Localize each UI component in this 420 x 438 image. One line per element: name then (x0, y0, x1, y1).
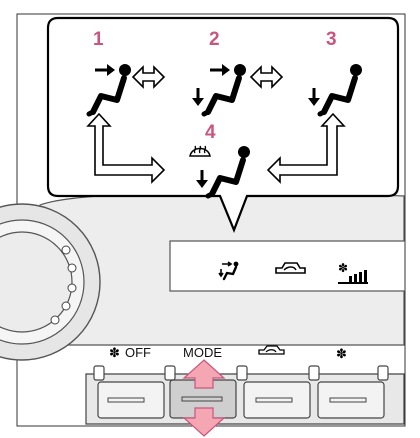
recirculation-button[interactable] (243, 381, 311, 419)
fan-icon: ✽ (336, 347, 347, 362)
fan-off-label: ✽ OFF (109, 345, 151, 361)
fan-speed-icon: ✽ (338, 261, 368, 284)
fan-off-button[interactable] (97, 381, 165, 419)
feet-vent-icon (308, 64, 362, 114)
mode-number-4: 4 (205, 122, 216, 143)
windshield-defrost-icon (189, 145, 211, 157)
recirculation-icon (275, 262, 306, 274)
feet-and-windshield-defrost-icon (189, 145, 250, 196)
svg-text:✽: ✽ (109, 346, 120, 361)
face-and-feet-vent-icon (218, 260, 240, 281)
mode-number-2: 2 (209, 29, 220, 50)
press-arrows (182, 359, 226, 437)
callout-bubble (46, 16, 400, 233)
fan-off-text: OFF (125, 345, 151, 360)
mode-number-1: 1 (93, 29, 104, 50)
dashboard-panel: ✽ (0, 191, 406, 425)
mode-number-3: 3 (326, 29, 337, 50)
control-panel: ✽ OFF MODE ✽ (85, 345, 405, 437)
face-vent-icon (89, 64, 131, 114)
recirculation-icon (258, 345, 285, 355)
mode-label: MODE (183, 345, 222, 360)
fan-button[interactable] (317, 381, 385, 419)
mode-cycle-arrows (86, 65, 346, 184)
svg-text:✽: ✽ (338, 261, 348, 275)
climate-display (169, 240, 406, 292)
vent-dial (0, 203, 101, 361)
face-and-feet-vent-icon (192, 64, 246, 114)
